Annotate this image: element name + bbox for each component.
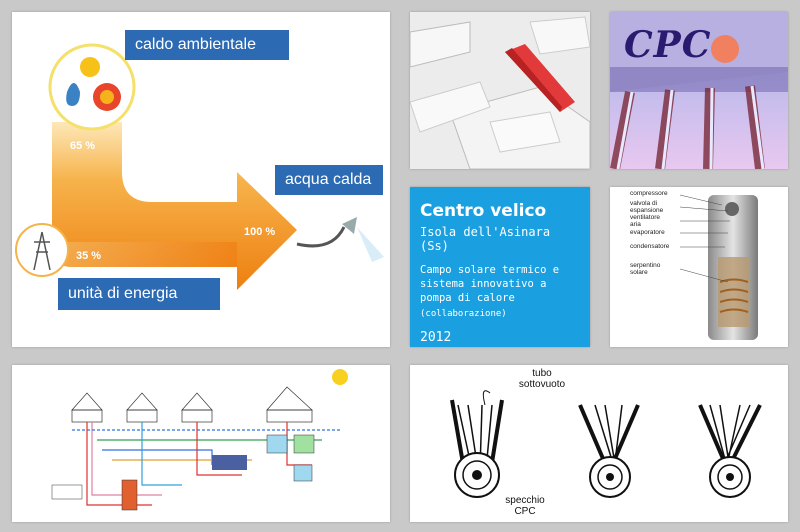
shower-icon (357, 227, 384, 262)
building-render-tile (410, 12, 590, 169)
tube-schematic-image (450, 390, 762, 498)
heatpump-tile: compressore valvola di espansione ventil… (610, 187, 788, 347)
pct-100: 100 % (244, 226, 276, 238)
sun-icon (332, 369, 348, 385)
tube-schematic-tile: tubo sottovuoto specchio CPC (410, 365, 788, 522)
hp-label-compressore: compressore (630, 190, 668, 197)
label-caldo-ambientale: caldo ambientale (125, 30, 289, 60)
hp-label-ventilatore: ventilatore aria (630, 214, 660, 228)
tube-label-specchio: specchio CPC (505, 495, 545, 517)
label-acqua-calda: acqua calda (275, 165, 383, 195)
system-schematic-tile (12, 365, 390, 522)
system-schematic-image (12, 365, 390, 522)
project-location: Isola dell'Asinara (Ss) (420, 225, 551, 253)
cpc-tubes-tile: CPC (610, 12, 788, 169)
hp-label-serpentino: serpentino solare (630, 262, 661, 276)
sun-icon (80, 57, 100, 77)
label-unita-energia: unità di energia (58, 278, 220, 310)
building-render-image (410, 12, 590, 169)
pct-65: 65 % (70, 140, 96, 152)
water-drop-icon (66, 83, 80, 106)
energy-diagram-tile: caldo ambientale acqua calda unità di en… (12, 12, 390, 347)
hp-label-condensatore: condensatore (630, 243, 670, 250)
hp-label-valvola: valvola di espansione (630, 200, 664, 214)
cpc-logo: CPC (624, 24, 712, 66)
project-description: Campo solare termico e sistema innovativ… (420, 263, 580, 320)
tube-label-sottovuoto: tubo sottovuoto (518, 368, 566, 390)
hp-label-evaporatore: evaporatore (630, 229, 665, 236)
pylon-icon (33, 231, 51, 271)
project-info-tile: Centro velico Isola dell'Asinara (Ss) Ca… (410, 187, 590, 347)
project-title: Centro velico (420, 201, 547, 221)
project-collab-note: (collaborazione) (420, 308, 507, 319)
cpc-tubes-image (610, 12, 788, 169)
heatpump-cutaway-image (679, 194, 758, 340)
energy-arrow-graphic (15, 43, 384, 290)
pct-35: 35 % (76, 250, 102, 262)
project-description-text: Campo solare termico e sistema innovativ… (420, 264, 560, 305)
project-year: 2012 (420, 329, 452, 345)
